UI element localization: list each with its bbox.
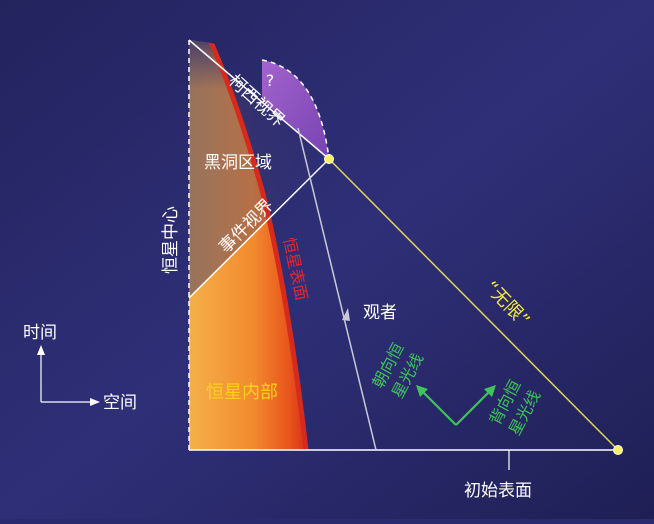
black-hole-region bbox=[189, 40, 329, 298]
time-axis-label: 时间 bbox=[23, 323, 57, 343]
space-axis-arrow-icon bbox=[90, 398, 100, 406]
cauchy-horizon-arc bbox=[261, 59, 330, 160]
question-mark-label: ? bbox=[266, 71, 275, 90]
observer-arrow-icon bbox=[342, 308, 350, 321]
spatial-infinity-point bbox=[613, 445, 623, 455]
black-hole-region-label: 黑洞区域 bbox=[204, 153, 272, 173]
observer-label: 观者 bbox=[363, 303, 397, 323]
axes-indicator bbox=[40, 350, 95, 403]
null-infinity-line bbox=[328, 158, 619, 451]
time-axis-arrow-icon bbox=[37, 345, 45, 355]
star-center-label: 恒星中心 bbox=[161, 206, 181, 274]
cauchy-horizon-line bbox=[188, 39, 330, 160]
event-horizon-line bbox=[188, 158, 330, 299]
star-surface-line bbox=[207, 40, 309, 450]
inward-light-arrow-icon bbox=[416, 385, 428, 397]
cauchy-horizon-region bbox=[262, 60, 329, 159]
space-axis-label: 空间 bbox=[103, 393, 137, 413]
outward-light-arrow-icon bbox=[484, 385, 496, 397]
initial-surface-label: 初始表面 bbox=[464, 481, 532, 501]
observer-worldline bbox=[297, 127, 377, 451]
star-interior-label: 恒星内部 bbox=[206, 382, 278, 403]
spacelike-infinity-point bbox=[324, 154, 334, 164]
light-ray-arrows bbox=[417, 386, 495, 426]
